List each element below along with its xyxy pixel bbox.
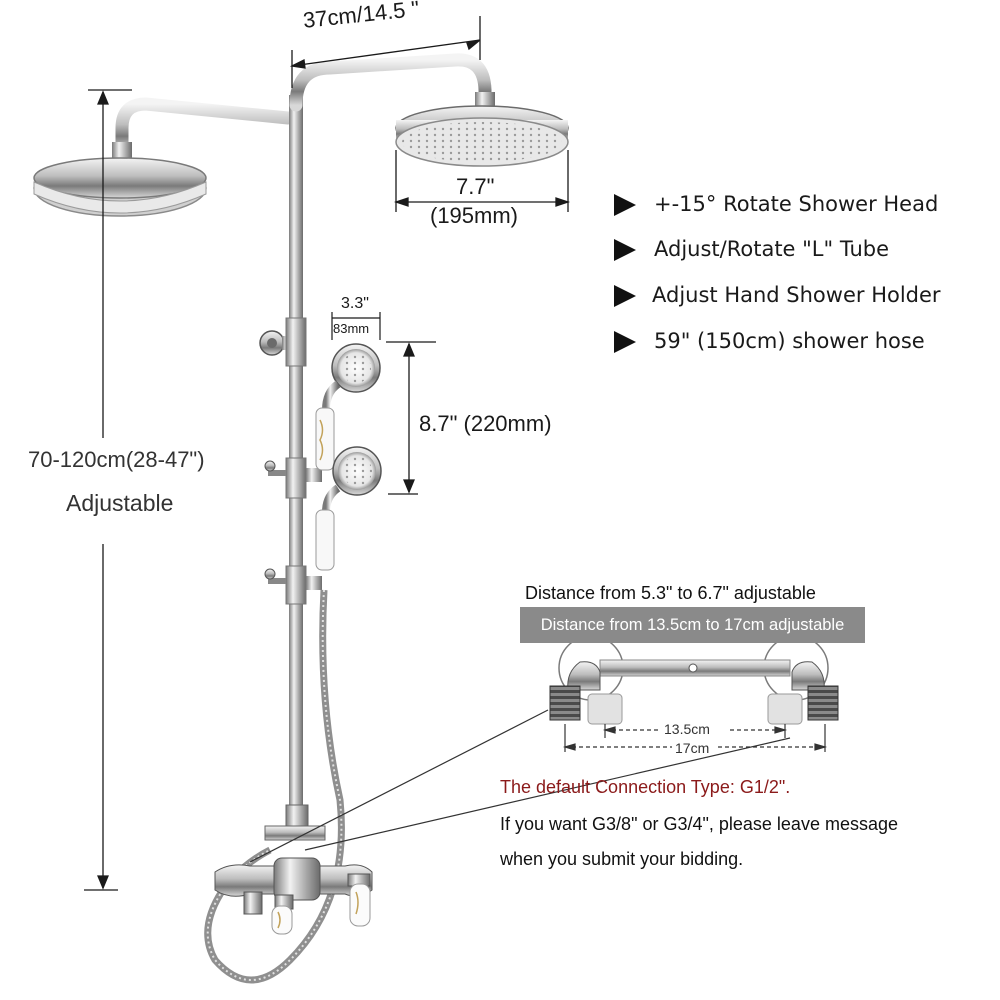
hand-shower-top <box>315 343 381 471</box>
hand-length-label: 8.7" (220mm) <box>419 411 552 436</box>
height-range-label: 70-120cm(28-47") <box>28 447 205 472</box>
hand-shower-holder <box>264 457 322 499</box>
height-adjustable-label: Adjustable <box>66 490 174 516</box>
distance-cm-banner: Distance from 13.5cm to 17cm adjustable <box>520 607 865 643</box>
triangle-bullet-icon <box>614 285 636 307</box>
feature-text: 59" (150cm) shower hose <box>654 329 925 353</box>
custom-connection-note-line1: If you want G3/8" or G3/4", please leave… <box>500 814 898 834</box>
connector-max-label: 17cm <box>675 740 710 756</box>
wall-bracket <box>259 317 307 367</box>
triangle-bullet-icon <box>614 331 636 353</box>
hand-length-dimension <box>386 341 436 495</box>
main-shower-head <box>395 105 569 167</box>
connector-dimensions <box>562 724 828 752</box>
mixer-valve <box>214 804 373 935</box>
height-dimension <box>84 89 132 891</box>
custom-connection-note-line2: when you submit your bidding. <box>500 849 744 869</box>
hand-width-dimension <box>331 312 381 340</box>
second-holder <box>264 565 322 605</box>
leader-line <box>249 709 549 863</box>
connector-min-label: 13.5cm <box>664 721 710 737</box>
head-diameter-in-label: 7.7" <box>456 174 495 199</box>
hand-width-mm-label: 83mm <box>333 321 370 336</box>
triangle-bullet-icon <box>614 239 636 261</box>
feature-text: +-15° Rotate Shower Head <box>654 192 939 216</box>
triangle-bullet-icon <box>614 194 636 216</box>
head-diameter-mm-label: (195mm) <box>430 203 519 228</box>
hand-shower-lower <box>315 446 382 571</box>
feature-text: Adjust/Rotate "L" Tube <box>654 237 890 261</box>
distance-inches-label: Distance from 5.3" to 6.7" adjustable <box>525 583 816 603</box>
riser-pipe <box>289 53 495 815</box>
leader-line <box>304 737 791 851</box>
default-connection-note: The default Connection Type: G1/2". <box>500 777 791 797</box>
connector-detail <box>549 635 839 725</box>
rotated-shower-head <box>33 97 295 217</box>
head-diameter-dimension <box>393 150 571 212</box>
arm-length-dimension <box>289 16 481 88</box>
hand-width-in-label: 3.3" <box>341 295 369 312</box>
feature-text: Adjust Hand Shower Holder <box>652 283 941 307</box>
